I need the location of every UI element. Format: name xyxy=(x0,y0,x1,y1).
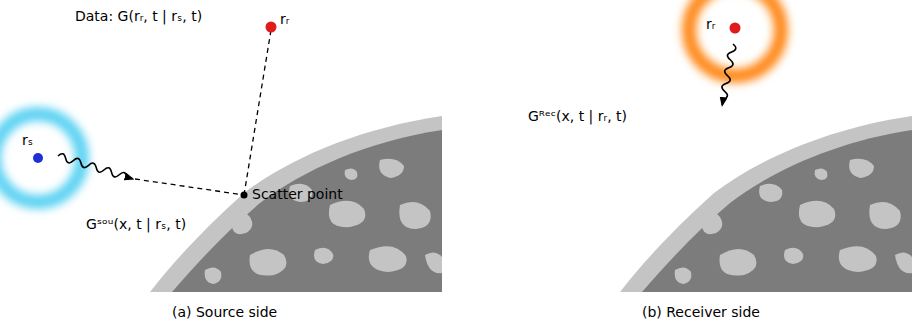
scatter-dot xyxy=(241,192,248,199)
medium xyxy=(620,116,912,292)
green-function-label: Gᴿᵉᶜ(x, t | rᵣ, t) xyxy=(528,108,627,124)
data-label: Data: G(rᵣ, t | rₛ, t) xyxy=(75,8,202,24)
wave-arrow xyxy=(57,153,134,182)
panel-caption: (b) Receiver side xyxy=(642,304,760,320)
panel-caption: (a) Source side xyxy=(172,304,277,320)
receiver-dot xyxy=(266,22,277,33)
point-label: Scatter point xyxy=(252,186,343,202)
receiver-glow xyxy=(689,0,781,76)
green-function-label: Gˢᵒᵘ(x, t | rₛ, t) xyxy=(86,216,186,232)
source-dot xyxy=(33,153,43,163)
wave-arrow xyxy=(719,43,737,105)
receiver-dot xyxy=(730,23,741,34)
source-glow xyxy=(0,114,82,202)
position-label: rᵣ xyxy=(280,11,289,27)
position-label: rᵣ xyxy=(706,16,715,32)
position-label: rₛ xyxy=(22,132,33,148)
ray-path xyxy=(135,179,244,195)
ray-path xyxy=(244,30,271,195)
medium xyxy=(150,116,442,292)
